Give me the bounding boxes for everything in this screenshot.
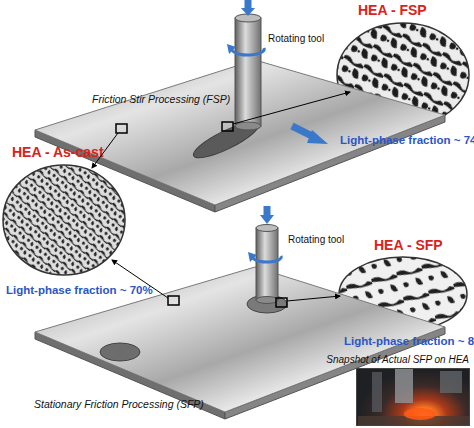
process-name: Friction Stir Processing (FSP)	[92, 93, 230, 105]
zone-marker	[276, 298, 287, 307]
travel-arrow-head	[307, 130, 328, 144]
rotation-arrow	[232, 48, 264, 55]
force-arrow	[245, 0, 252, 9]
panel-heading: HEA - SFP	[374, 237, 443, 253]
force-arrow-head	[260, 215, 274, 224]
circle-outline	[2, 164, 126, 276]
tool-label: Rotating tool	[268, 33, 324, 44]
tool-shoulder	[235, 122, 261, 130]
rotation-arrow	[253, 256, 281, 262]
process-name: Stationary Friction Processing (SFP)	[34, 398, 204, 410]
zone-marker	[116, 124, 127, 133]
tool-label: Rotating tool	[288, 234, 344, 245]
fraction-label: Light-phase fraction ~ 74%	[340, 134, 474, 146]
leader-line	[287, 296, 340, 301]
zone-marker	[222, 122, 233, 131]
leader-line	[233, 92, 350, 124]
photo-machine	[372, 372, 382, 412]
photo-machine	[395, 369, 413, 403]
leader-line	[92, 133, 118, 168]
zone-marker	[168, 296, 179, 305]
tool-top	[256, 225, 278, 232]
force-arrow	[264, 206, 271, 216]
rotating-tool	[256, 228, 278, 300]
force-arrow-head	[241, 8, 255, 16]
fraction-label: Light-phase fraction ~ 70%	[6, 284, 153, 296]
panel-heading: HEA - As-cast	[12, 144, 104, 160]
rotation-arrow-head	[248, 252, 257, 262]
processed-spot	[247, 295, 287, 313]
magnified-circle: HEA - As-castLight-phase fraction ~ 70%	[2, 164, 126, 276]
photo-glow	[404, 408, 436, 420]
processed-spot	[100, 343, 140, 361]
fraction-label: Light-phase fraction ~ 80%	[344, 335, 474, 347]
microstructure	[3, 165, 125, 275]
panel-heading: HEA - FSP	[358, 2, 427, 18]
leader-line	[112, 260, 168, 298]
photo-caption: Snapshot of Actual SFP on HEA	[326, 354, 469, 365]
tool-shoulder	[256, 297, 278, 304]
photo-machine	[440, 371, 462, 393]
rotation-arrow-head	[227, 44, 236, 54]
rotating-tool	[235, 18, 261, 126]
stir-zone	[190, 116, 263, 164]
